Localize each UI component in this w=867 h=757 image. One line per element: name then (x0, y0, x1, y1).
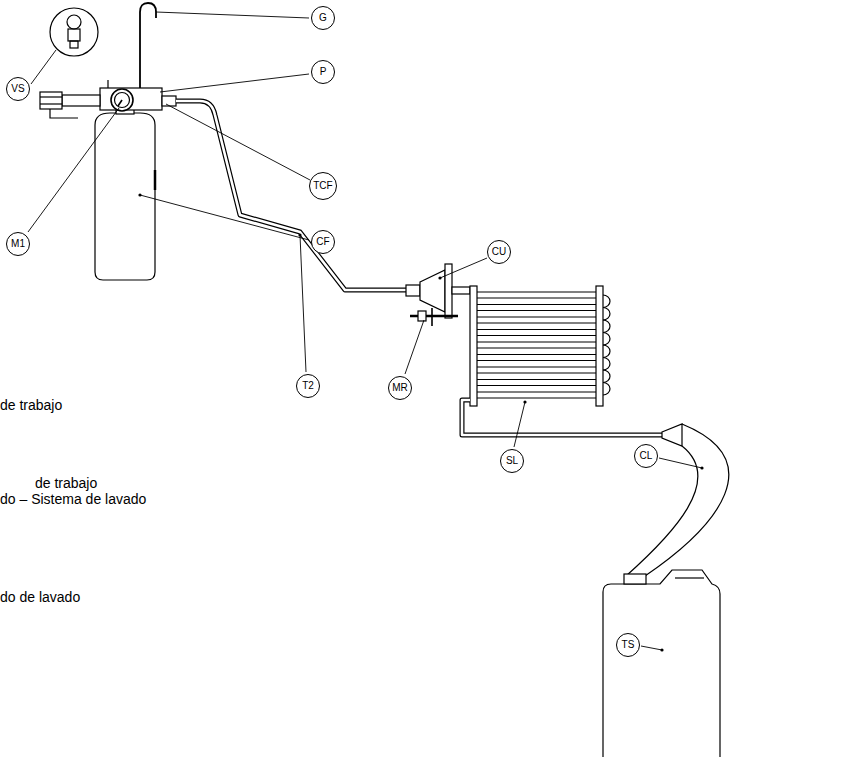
legend-fragment: do – Sistema de lavado (0, 492, 146, 507)
legend-fragment: de trabajo (0, 398, 62, 413)
safety-valve-stub (107, 80, 108, 88)
callout-circle: G (311, 6, 335, 30)
drain-hose (645, 424, 729, 576)
callout-circle: P (311, 60, 335, 84)
callout-label: MR (392, 383, 408, 393)
hanging-hook (140, 3, 156, 88)
valve-nut-left (40, 92, 62, 109)
leader-lines (28, 12, 702, 650)
connection-pipe (452, 287, 470, 294)
nut-line (40, 103, 62, 104)
outlet-pipe (462, 400, 662, 435)
callout-circle: CF (311, 230, 335, 254)
hose-nut (406, 285, 420, 296)
callout-label: TCF (313, 181, 332, 191)
inset-frame (50, 8, 98, 56)
leader-dots (138, 193, 703, 651)
nut-line (40, 96, 62, 97)
valve-lever (50, 109, 78, 118)
callout-circle: VS (6, 77, 30, 101)
gauge (111, 89, 133, 111)
callout-circle: TS (616, 633, 640, 657)
callout-label: TS (622, 640, 635, 650)
callout-circle: MR (388, 376, 412, 400)
jerrycan-neck (624, 574, 646, 584)
callout-circle: SL (500, 449, 524, 473)
gauge-needle (118, 100, 122, 106)
valve-fitting-right (162, 96, 176, 106)
inset-valve-thread (70, 41, 78, 48)
callout-label: G (319, 13, 327, 23)
callout-label: VS (11, 84, 24, 94)
cylinder-mark (154, 170, 157, 190)
inset-valve-dial (67, 15, 81, 29)
callout-label: CL (640, 451, 653, 461)
callout-label: M1 (11, 239, 25, 249)
inset-valve-body (68, 29, 80, 41)
callout-circle: CL (634, 444, 658, 468)
funnel (662, 424, 682, 446)
callout-label: CU (492, 247, 506, 257)
valve-block (100, 88, 162, 110)
jerrycan (603, 570, 720, 757)
drain-hose (626, 446, 698, 576)
callout-label: P (320, 67, 327, 77)
callout-circle: T2 (296, 374, 320, 398)
callout-label: SL (506, 456, 518, 466)
callout-circle: TCF (309, 172, 337, 200)
clamp-screw (410, 308, 458, 326)
legend-fragment: de trabajo (35, 476, 97, 491)
jerrycan-handle (675, 577, 704, 578)
legend-fragment: do de lavado (0, 590, 80, 605)
callout-circle: M1 (6, 232, 30, 256)
gauge-face (115, 93, 130, 108)
valve-fitting-left (62, 95, 100, 106)
callout-circle: CU (487, 240, 511, 264)
callout-label: T2 (302, 381, 314, 391)
connection-unit (420, 270, 445, 312)
hose (176, 101, 408, 290)
connection-flange (445, 264, 452, 318)
callout-label: CF (316, 237, 329, 247)
heat-exchanger (470, 286, 610, 406)
